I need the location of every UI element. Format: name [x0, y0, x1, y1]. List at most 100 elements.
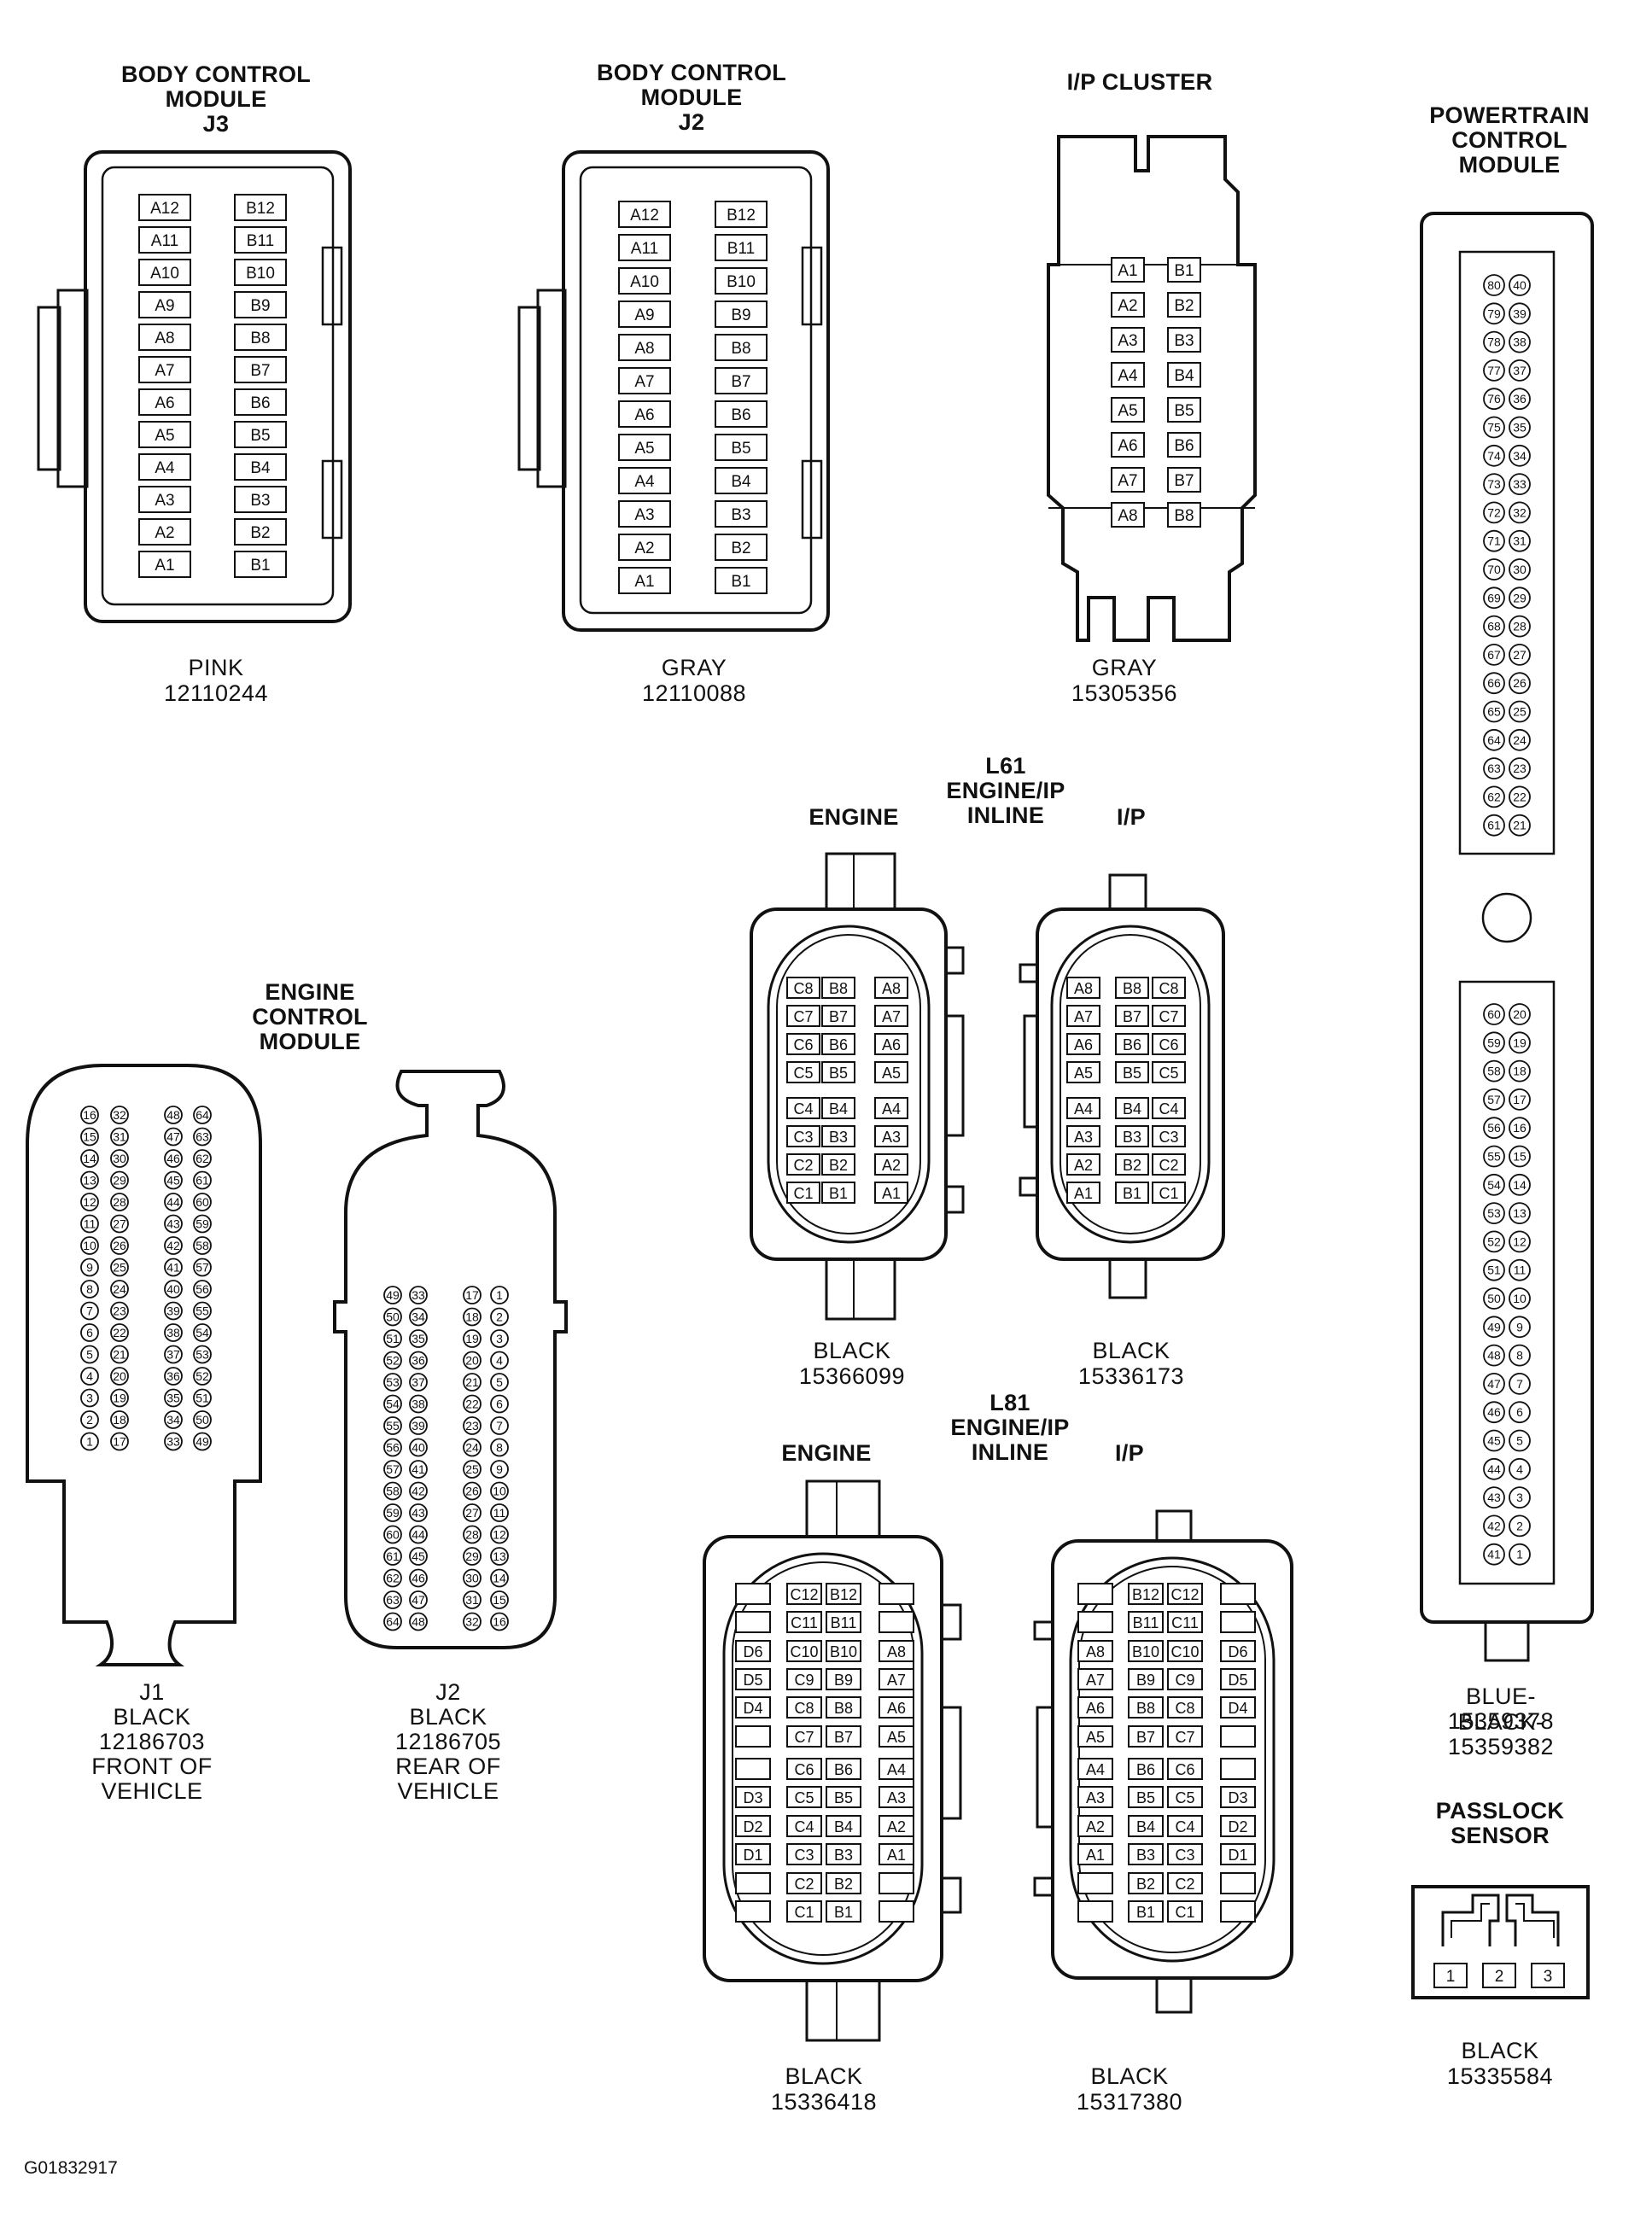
pin-pcm-50: 50: [1483, 1287, 1505, 1310]
pin-bcm-j3-A4: A4: [138, 453, 191, 481]
pin-ecm-j2-9: 9: [490, 1460, 509, 1479]
svg-text:A1: A1: [1074, 1185, 1093, 1202]
svg-text:B5: B5: [1136, 1789, 1155, 1806]
svg-text:C8: C8: [793, 980, 813, 997]
pin-bcm-j2-A2: A2: [618, 534, 671, 561]
svg-text:35: 35: [166, 1392, 180, 1405]
pin-ecm-j2-57: 57: [383, 1460, 402, 1479]
svg-text:C10: C10: [1170, 1643, 1199, 1660]
pin-ecm-j1-2: 2: [80, 1410, 99, 1429]
pin-ecm-j1-64: 64: [193, 1106, 212, 1124]
svg-text:20: 20: [465, 1354, 479, 1368]
pin-ecm-j1-47: 47: [164, 1127, 183, 1147]
svg-text:A7: A7: [882, 1008, 901, 1025]
svg-text:C9: C9: [794, 1672, 814, 1689]
svg-text:B1: B1: [834, 1904, 853, 1921]
svg-text:A4: A4: [887, 1761, 906, 1778]
pin-ecm-j2-59: 59: [383, 1503, 402, 1522]
pin-ip-cluster-A4: A4: [1111, 362, 1145, 388]
svg-text:A2: A2: [882, 1157, 901, 1174]
svg-text:28: 28: [1513, 620, 1526, 633]
svg-text:D1: D1: [743, 1847, 762, 1864]
pin-pcm-16: 16: [1509, 1117, 1531, 1140]
svg-text:3: 3: [86, 1392, 93, 1405]
pin-ecm-j2-16: 16: [490, 1612, 509, 1631]
svg-text:53: 53: [196, 1348, 209, 1362]
l61-ip-label: I/P: [1117, 804, 1146, 830]
svg-text:11: 11: [1514, 1263, 1526, 1277]
svg-text:16: 16: [83, 1108, 96, 1122]
svg-text:A5: A5: [634, 440, 654, 458]
svg-text:13: 13: [83, 1174, 96, 1188]
pin-ecm-j1-63: 63: [193, 1127, 212, 1147]
pin-pcm-45: 45: [1483, 1429, 1505, 1452]
pin-pcm-8: 8: [1509, 1344, 1531, 1367]
pin-pcm-51: 51: [1483, 1258, 1505, 1281]
svg-text:A5: A5: [887, 1729, 906, 1746]
svg-text:44: 44: [412, 1528, 425, 1542]
l81-engine-label: ENGINE: [781, 1440, 872, 1466]
pin-passlock-1: 1: [1433, 1963, 1468, 1988]
pin-ecm-j2-22: 22: [463, 1394, 482, 1414]
pin-l81-engine-B9: B9: [826, 1668, 861, 1690]
svg-text:40: 40: [412, 1441, 425, 1455]
svg-text:18: 18: [465, 1310, 479, 1324]
pin-pcm-35: 35: [1509, 416, 1531, 439]
svg-text:13: 13: [1513, 1206, 1526, 1220]
pcm-title: POWERTRAIN CONTROL MODULE: [1429, 102, 1590, 178]
pin-pcm-34: 34: [1509, 444, 1531, 467]
pin-bcm-j3-B9: B9: [234, 291, 287, 318]
svg-text:B8: B8: [834, 1700, 853, 1717]
pin-ip-cluster-A6: A6: [1111, 432, 1145, 458]
pin-l81-ip-A1: A1: [1077, 1843, 1113, 1865]
pin-ecm-j2-6: 6: [490, 1394, 509, 1414]
pin-pcm-24: 24: [1509, 728, 1531, 751]
svg-text:A4: A4: [155, 459, 175, 477]
pin-ecm-j1-32: 32: [110, 1106, 129, 1124]
svg-text:A1: A1: [1086, 1847, 1105, 1864]
pin-ecm-j2-55: 55: [383, 1416, 402, 1435]
pin-bcm-j2-B7: B7: [715, 367, 768, 394]
svg-text:A8: A8: [882, 980, 901, 997]
svg-text:58: 58: [386, 1485, 400, 1498]
pin-l81-ip-C1: C1: [1167, 1900, 1203, 1923]
pin-l61-ip-A6: A6: [1066, 1033, 1100, 1055]
svg-text:C8: C8: [794, 1700, 814, 1717]
pin-pcm-60: 60: [1483, 1003, 1505, 1025]
svg-text:A3: A3: [634, 506, 654, 524]
pin-pcm-31: 31: [1509, 529, 1531, 552]
pin-pcm-44: 44: [1483, 1457, 1505, 1480]
svg-text:8: 8: [86, 1282, 93, 1296]
svg-text:48: 48: [1487, 1349, 1501, 1363]
pin-l61-ip-A3: A3: [1066, 1125, 1100, 1147]
ip-cluster-color: GRAY: [1091, 655, 1158, 680]
svg-text:A2: A2: [1074, 1157, 1093, 1174]
pin-l81-engine-C10: C10: [786, 1640, 822, 1662]
pin-l81-ip-blank: [1220, 1900, 1256, 1923]
svg-text:B4: B4: [731, 473, 751, 491]
pin-ecm-j1-36: 36: [164, 1367, 183, 1386]
pin-ecm-j2-3: 3: [490, 1329, 509, 1348]
pin-ecm-j2-37: 37: [409, 1373, 428, 1392]
pin-ecm-j2-41: 41: [409, 1460, 428, 1479]
svg-text:31: 31: [113, 1130, 126, 1144]
svg-text:33: 33: [1513, 477, 1526, 491]
pin-l61-engine-C3: C3: [786, 1125, 820, 1147]
pin-l81-engine-blank: [735, 1900, 771, 1923]
svg-text:C4: C4: [793, 1100, 813, 1118]
pin-l81-ip-C2: C2: [1167, 1872, 1203, 1894]
pin-ecm-j1-41: 41: [164, 1258, 183, 1277]
pin-ecm-j1-26: 26: [110, 1236, 129, 1255]
svg-text:B5: B5: [250, 427, 270, 445]
pin-bcm-j3-B10: B10: [234, 259, 287, 286]
ecm-j2-label: J2 BLACK 12186705 REAR OF VEHICLE: [394, 1679, 502, 1804]
pin-pcm-69: 69: [1483, 586, 1505, 610]
svg-text:C12: C12: [790, 1586, 818, 1603]
svg-text:C9: C9: [1175, 1672, 1194, 1689]
svg-text:B1: B1: [731, 573, 750, 591]
bcm-j3-title: BODY CONTROL MODULE J3: [120, 61, 312, 137]
svg-text:38: 38: [166, 1326, 180, 1339]
svg-text:15: 15: [1513, 1150, 1526, 1164]
pin-l61-ip-A1: A1: [1066, 1182, 1100, 1204]
pin-ecm-j2-32: 32: [463, 1612, 482, 1631]
